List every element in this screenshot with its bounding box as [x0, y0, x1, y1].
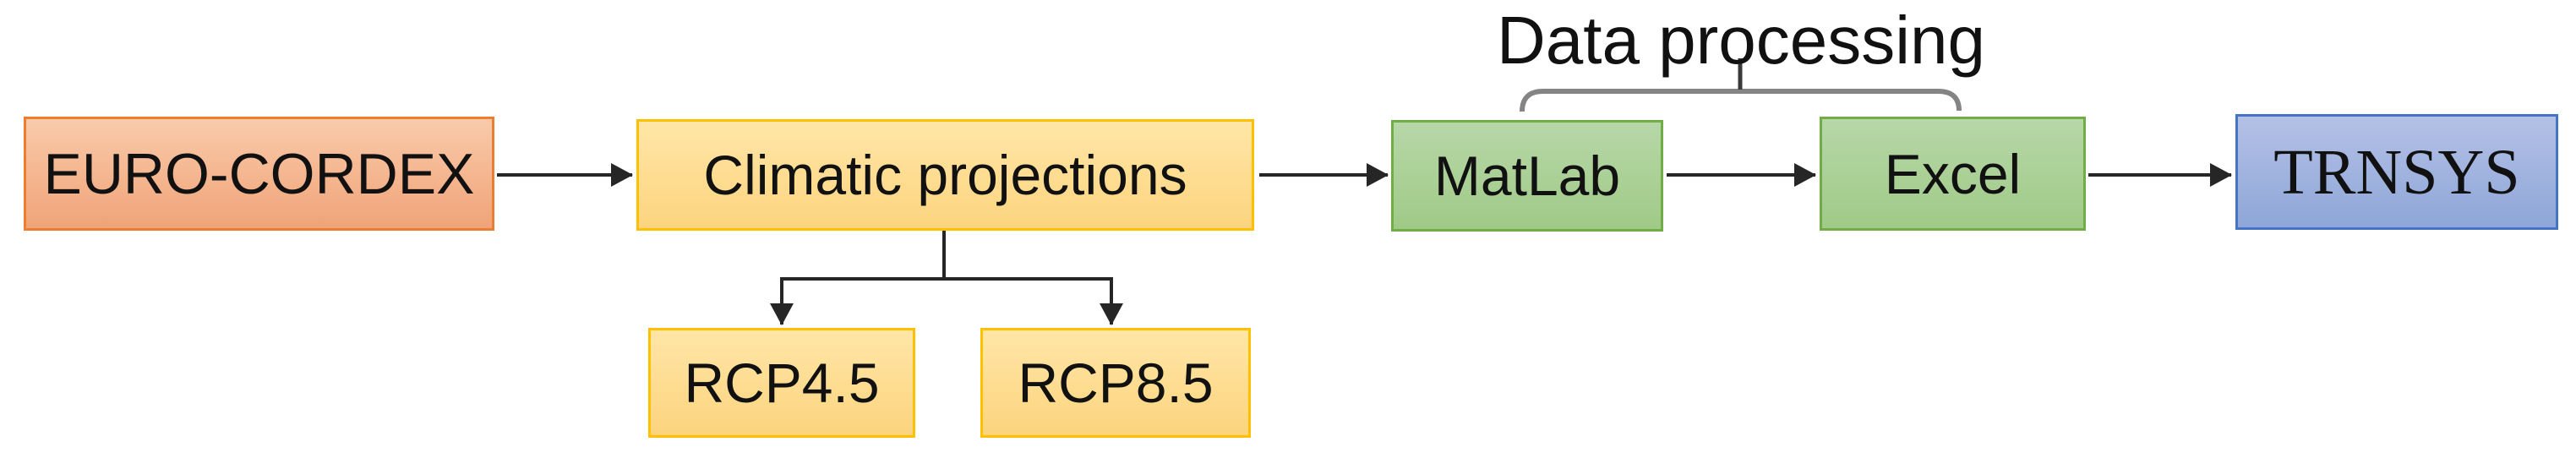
node-trnsys: TRNSYS	[2235, 114, 2558, 230]
data-processing-label-text: Data processing	[1496, 3, 1986, 78]
data-processing-label: Data processing	[1487, 0, 1995, 81]
node-excel-label: Excel	[1884, 142, 2022, 205]
data-processing-bracket	[1520, 89, 1962, 112]
node-rcp45-label: RCP4.5	[684, 352, 880, 414]
node-matlab: MatLab	[1391, 120, 1663, 232]
node-excel: Excel	[1820, 117, 2086, 231]
node-climatic-projections: Climatic projections	[636, 119, 1254, 231]
node-euro-cordex-label: EURO-CORDEX	[43, 141, 475, 206]
node-rcp45: RCP4.5	[648, 328, 915, 438]
node-rcp85-label: RCP8.5	[1018, 352, 1214, 414]
node-rcp85: RCP8.5	[980, 328, 1251, 438]
node-trnsys-label: TRNSYS	[2273, 136, 2520, 208]
node-matlab-label: MatLab	[1433, 144, 1621, 207]
node-climatic-projections-label: Climatic projections	[703, 144, 1187, 206]
node-euro-cordex: EURO-CORDEX	[24, 117, 494, 231]
